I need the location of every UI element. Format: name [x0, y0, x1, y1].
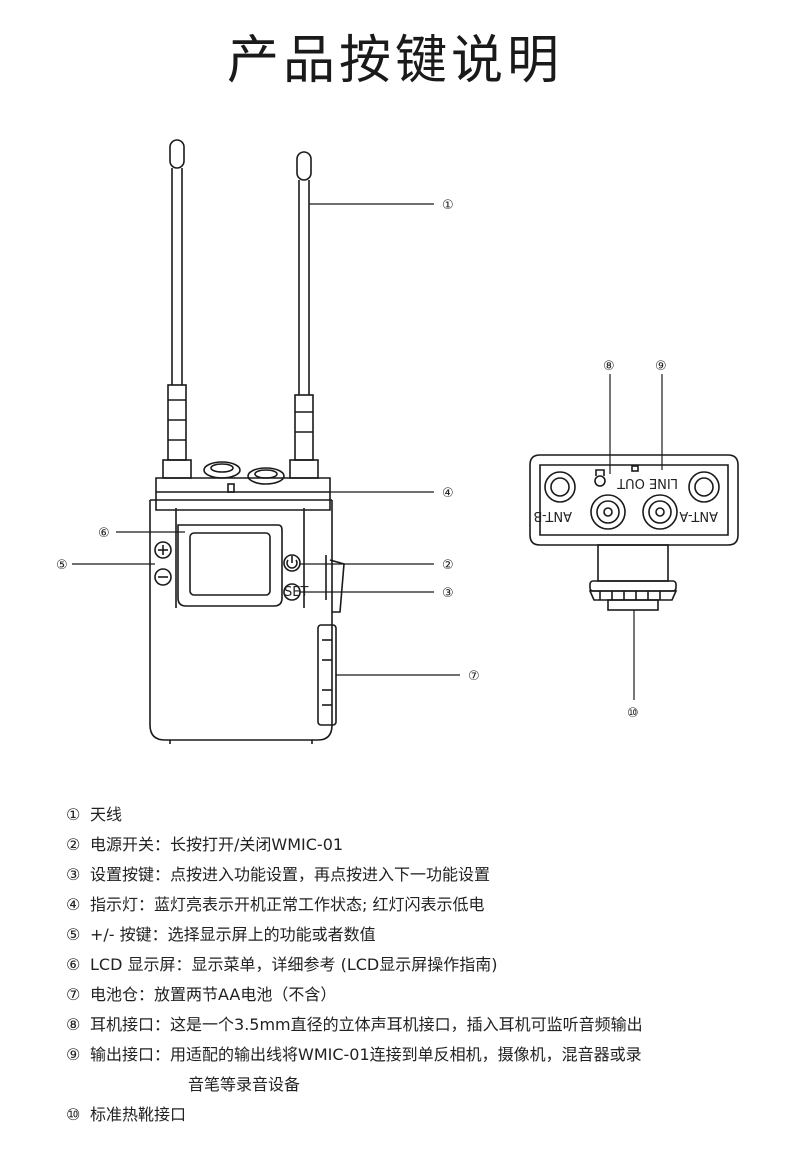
- product-diagram: SET ANT-B ANT-A LINE OUT: [56, 139, 739, 744]
- callout-1: ①: [442, 198, 454, 213]
- item-description: 这是一个3.5mm直径的立体声耳机接口，插入耳机可监听音频输出: [170, 1015, 643, 1034]
- callout-2: ②: [442, 558, 454, 573]
- callout-10: ⑩: [627, 706, 639, 721]
- line-out-label: LINE OUT: [617, 475, 678, 490]
- button-description-list: ① 天线 ② 电源开关： 长按打开/关闭WMIC-01 ③ 设置按键： 点按进入…: [66, 800, 766, 1130]
- item-label: +/- 按键：: [90, 925, 168, 944]
- front-device: [149, 139, 345, 744]
- item-number: ⑨: [66, 1045, 81, 1064]
- item-label: 耳机接口：: [90, 1015, 171, 1034]
- callout-4: ④: [442, 486, 454, 501]
- item-description-continued: 音笔等录音设备: [188, 1075, 301, 1094]
- callout-7: ⑦: [468, 669, 480, 684]
- item-number: ⑤: [66, 925, 81, 944]
- item-description: 放置两节AA电池（不含）: [154, 985, 337, 1004]
- item-description: 用适配的输出线将WMIC-01连接到单反相机，摄像机，混音器或录: [170, 1045, 642, 1064]
- item-label: 电源开关：: [90, 835, 171, 854]
- item-number: ⑦: [66, 985, 81, 1004]
- item-number: ①: [66, 805, 81, 824]
- item-label: 指示灯：: [90, 895, 155, 914]
- item-number: ②: [66, 835, 81, 854]
- item-description: 显示菜单，详细参考 (LCD显示屏操作指南): [191, 955, 498, 974]
- set-label: SET: [284, 585, 308, 600]
- antenna-right: [289, 151, 319, 479]
- item-description: 点按进入功能设置，再点按进入下一功能设置: [170, 865, 491, 884]
- callout-6: ⑥: [98, 526, 110, 541]
- list-item: ⑩ 标准热靴接口: [66, 1100, 766, 1130]
- list-item: ⑧ 耳机接口： 这是一个3.5mm直径的立体声耳机接口，插入耳机可监听音频输出: [66, 1010, 766, 1040]
- callout-8: ⑧: [603, 359, 615, 374]
- ant-b-label: ANT-B: [533, 508, 572, 523]
- item-label: 天线: [90, 805, 123, 824]
- list-item: ① 天线: [66, 800, 766, 830]
- item-label: 设置按键：: [90, 865, 171, 884]
- list-item: ③ 设置按键： 点按进入功能设置，再点按进入下一功能设置: [66, 860, 766, 890]
- item-label: 标准热靴接口: [90, 1105, 187, 1124]
- list-item: ② 电源开关： 长按打开/关闭WMIC-01: [66, 830, 766, 860]
- list-item: ⑤ +/- 按键： 选择显示屏上的功能或者数值: [66, 920, 766, 950]
- item-label: LCD 显示屏：: [90, 955, 192, 974]
- leader-lines: [72, 203, 663, 700]
- item-number: ④: [66, 895, 81, 914]
- item-label: 输出接口：: [90, 1045, 171, 1064]
- item-number: ⑩: [66, 1105, 81, 1124]
- antenna-left: [162, 139, 192, 479]
- callout-5: ⑤: [56, 558, 68, 573]
- item-description: 蓝灯亮表示开机正常工作状态; 红灯闪表示低电: [154, 895, 485, 914]
- item-description: 选择显示屏上的功能或者数值: [167, 925, 376, 944]
- list-item: ④ 指示灯： 蓝灯亮表示开机正常工作状态; 红灯闪表示低电: [66, 890, 766, 920]
- list-item: ⑦ 电池仓： 放置两节AA电池（不含）: [66, 980, 766, 1010]
- page-title: 产品按键说明: [226, 31, 563, 91]
- item-description: 长按打开/关闭WMIC-01: [170, 835, 344, 854]
- item-number: ⑧: [66, 1015, 81, 1034]
- callout-9: ⑨: [655, 359, 667, 374]
- item-number: ⑥: [66, 955, 81, 974]
- list-item-continuation: 音笔等录音设备: [66, 1070, 766, 1100]
- ant-a-label: ANT-A: [679, 508, 718, 523]
- callout-3: ③: [442, 586, 454, 601]
- item-label: 电池仓：: [90, 985, 155, 1004]
- list-item: ⑥ LCD 显示屏： 显示菜单，详细参考 (LCD显示屏操作指南): [66, 950, 766, 980]
- list-item: ⑨ 输出接口： 用适配的输出线将WMIC-01连接到单反相机，摄像机，混音器或录: [66, 1040, 766, 1070]
- item-number: ③: [66, 865, 81, 884]
- bottom-device: [529, 454, 739, 611]
